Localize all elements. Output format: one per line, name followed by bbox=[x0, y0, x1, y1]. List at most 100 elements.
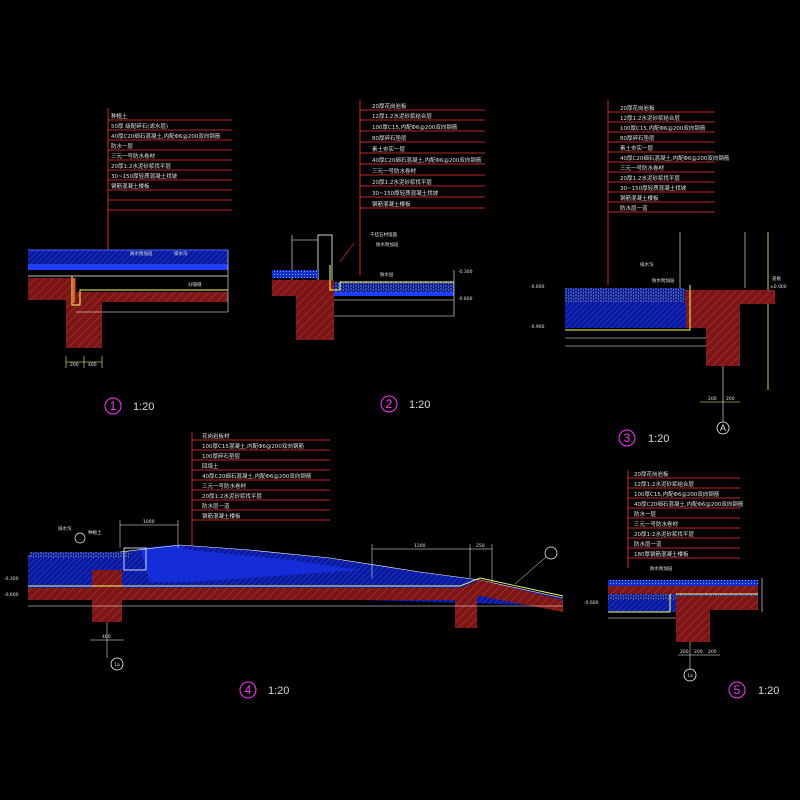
detail-5-beam bbox=[676, 610, 710, 642]
detail-5-layer-8: 180厚钢筋混凝土楼板 bbox=[634, 550, 689, 558]
detail-2-number-circle bbox=[380, 395, 398, 413]
detail-3-number: 3 bbox=[624, 431, 631, 445]
detail-3-fill bbox=[565, 302, 695, 328]
detail-5-dim-2: 200 bbox=[708, 649, 717, 655]
detail-1-dim-0: 200 bbox=[70, 362, 79, 368]
detail-1-callout-2: 分隔缝 bbox=[188, 281, 202, 288]
detail-1-number: 1 bbox=[110, 399, 117, 413]
detail-3-axis: A bbox=[720, 423, 726, 433]
detail-4-layer-5: 三元一号防水卷材 bbox=[202, 482, 247, 490]
detail-2-beam bbox=[296, 296, 334, 340]
detail-3-layer-9: 钢筋混凝土楼板 bbox=[620, 194, 659, 202]
detail-4-layer-3: 回填土 bbox=[202, 462, 219, 470]
detail-2-number: 2 bbox=[386, 397, 393, 411]
detail-5: 20厚花岗岩板 12厚1:2水泥砂浆结合层 100厚C15,内配Φ6@200双向… bbox=[584, 470, 779, 699]
detail-4-layer-8: 钢筋混凝土楼板 bbox=[202, 512, 241, 520]
detail-2-layer-1: 12厚1:2水泥砂浆结合层 bbox=[372, 112, 432, 120]
detail-1-layer-notes: 种植土 50厚 级配碎石(滤水层) 40厚C20细石混凝土,内配Φ6@200双向… bbox=[107, 108, 232, 255]
detail-2-layer-2: 100厚C15,内配Φ6@200双向钢筋 bbox=[372, 123, 458, 131]
detail-4: 花岗岩板材 100厚C15混凝土,内配Φ6@200双向钢筋 100厚碎石垫层 回… bbox=[4, 432, 564, 699]
detail-4-dim-0: 1000 bbox=[143, 519, 155, 525]
detail-3-axis-bubble bbox=[716, 421, 730, 435]
detail-4-callout-0: 排水沟 bbox=[58, 525, 72, 532]
detail-4-number-circle bbox=[239, 681, 257, 699]
detail-2-layer-4: 素土夯实一层 bbox=[372, 145, 406, 153]
detail-2-callout-0: 干挂石材墙面 bbox=[370, 231, 397, 238]
detail-2-layer-0: 20厚花岗岩板 bbox=[372, 102, 407, 110]
detail-5-layer-7: 防水层一道 bbox=[634, 540, 662, 548]
detail-3-level-1: -0.900 bbox=[530, 324, 545, 330]
detail-3-level-0: -0.600 bbox=[530, 284, 545, 290]
detail-5-layer-5: 三元一号防水卷材 bbox=[634, 520, 679, 528]
detail-1-waterproof-layer bbox=[28, 264, 228, 270]
detail-1-layer-5: 20厚1:2水泥砂浆找平层 bbox=[111, 162, 171, 170]
detail-2-callout-2: 防水层 bbox=[380, 271, 394, 278]
detail-3-layer-1: 12厚1:2水泥砂浆结合层 bbox=[620, 114, 680, 122]
detail-3-level-2: ±0.000 bbox=[770, 284, 787, 290]
detail-4-dim-1: 1200 bbox=[414, 543, 426, 549]
detail-1-layer-6: 30~150厚轻质混凝土找坡 bbox=[111, 172, 178, 180]
detail-1-slab-left bbox=[28, 278, 76, 300]
detail-1-slab-right bbox=[76, 292, 228, 302]
detail-5-layer-3: 40厚C20细石混凝土,内配Φ6@200双向钢筋 bbox=[634, 500, 744, 508]
detail-4-drain-channel bbox=[123, 547, 147, 571]
detail-3-layer-10: 防水层一道 bbox=[620, 204, 648, 212]
detail-4-level-0: -0.300 bbox=[4, 576, 19, 582]
detail-4-beam-left bbox=[92, 570, 122, 622]
detail-4-axis: 1a bbox=[114, 662, 120, 668]
detail-3-number-circle bbox=[618, 429, 636, 447]
detail-4-beam-right bbox=[455, 596, 477, 628]
detail-2-layer-8: 30~150厚轻质混凝土找坡 bbox=[372, 189, 439, 197]
detail-5-scale: 1:20 bbox=[758, 685, 779, 697]
detail-5-layer-4: 防水一层 bbox=[634, 510, 657, 518]
detail-5-layer-2: 100厚C15,内配Φ6@200双向钢筋 bbox=[634, 490, 720, 498]
detail-2-layer-9: 钢筋混凝土楼板 bbox=[372, 200, 411, 208]
detail-5-layer-0: 20厚花岗岩板 bbox=[634, 470, 669, 478]
detail-3-dim-0: 200 bbox=[708, 396, 717, 402]
detail-5-callout-0: 防水附加层 bbox=[650, 565, 673, 572]
detail-2-slab bbox=[272, 280, 334, 296]
detail-5-dim-1: 200 bbox=[694, 649, 703, 655]
detail-1-dim-1: 400 bbox=[88, 362, 97, 368]
detail-5-axis-bubble bbox=[683, 668, 697, 682]
detail-1-layer-7: 钢筋混凝土楼板 bbox=[111, 182, 150, 190]
detail-5-number: 5 bbox=[734, 683, 741, 697]
detail-3-layer-8: 30~150厚轻质混凝土找坡 bbox=[620, 184, 687, 192]
detail-1: 种植土 50厚 级配碎石(滤水层) 40厚C20细石混凝土,内配Φ6@200双向… bbox=[28, 108, 232, 415]
detail-3-callout-1: 防水附加层 bbox=[652, 277, 675, 284]
detail-2-paving-left bbox=[272, 270, 318, 278]
detail-5-level-0: -0.600 bbox=[584, 600, 599, 606]
detail-5-layer-6: 20厚1:2水泥砂浆找平层 bbox=[634, 530, 694, 538]
detail-2-level-0: -0.300 bbox=[458, 269, 473, 275]
detail-5-dim-0: 200 bbox=[680, 649, 689, 655]
detail-4-callout-1: 种植土 bbox=[88, 529, 102, 536]
detail-1-layer-3: 防水一层 bbox=[111, 142, 134, 150]
detail-3-scale: 1:20 bbox=[648, 433, 669, 445]
detail-4-layer-2: 100厚碎石垫层 bbox=[202, 452, 240, 460]
detail-1-number-circle bbox=[104, 397, 122, 415]
detail-1-callout-1: 排水沟 bbox=[174, 250, 188, 257]
detail-4-layer-6: 20厚1:2水泥砂浆找平层 bbox=[202, 492, 262, 500]
detail-3-beam bbox=[706, 304, 740, 366]
detail-3-layer-6: 三元一号防水卷材 bbox=[620, 164, 665, 172]
detail-3-layer-3: 80厚碎石垫层 bbox=[620, 134, 655, 142]
detail-4-axis-bubble bbox=[110, 657, 124, 671]
detail-3-layer-7: 20厚1:2水泥砂浆找平层 bbox=[620, 174, 680, 182]
detail-5-slab bbox=[676, 596, 758, 610]
detail-2-layer-3: 80厚碎石垫层 bbox=[372, 134, 407, 142]
detail-5-paving bbox=[608, 580, 758, 586]
detail-4-layer-0: 花岗岩板材 bbox=[202, 432, 230, 440]
detail-4-scale: 1:20 bbox=[268, 685, 289, 697]
detail-1-beam bbox=[66, 300, 102, 348]
detail-5-number-circle bbox=[728, 681, 746, 699]
detail-4-layer-4: 40厚C20细石混凝土,内配Φ6@200双向钢筋 bbox=[202, 472, 312, 480]
detail-3: 20厚花岗岩板 12厚1:2水泥砂浆结合层 100厚C15,内配Φ6@200双向… bbox=[530, 100, 787, 447]
detail-1-planting-layer bbox=[28, 250, 228, 264]
detail-1-layer-0: 种植土 bbox=[111, 112, 128, 120]
detail-1-layer-4: 三元一号防水卷材 bbox=[111, 152, 156, 160]
detail-4-layer-1: 100厚C15混凝土,内配Φ6@200双向钢筋 bbox=[202, 442, 304, 450]
detail-1-layer-1: 50厚 级配碎石(滤水层) bbox=[111, 122, 168, 130]
detail-5-screed bbox=[608, 586, 758, 594]
detail-3-callout-2: 盖板 bbox=[772, 275, 781, 282]
